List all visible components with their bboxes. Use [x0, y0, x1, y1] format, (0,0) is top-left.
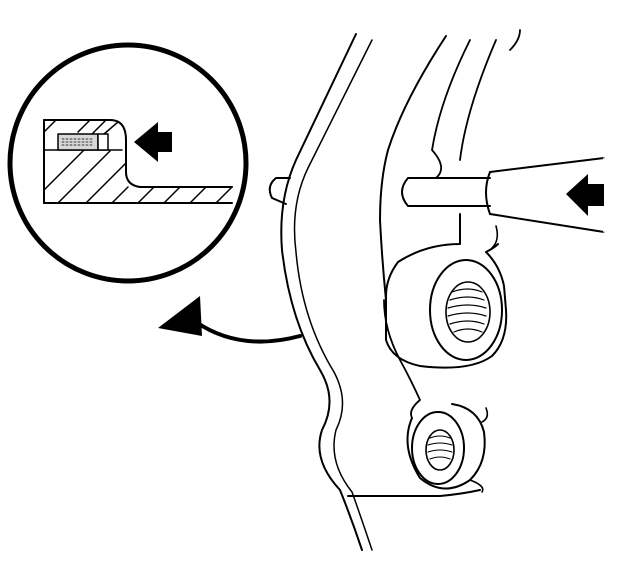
tool-handle: [489, 157, 605, 233]
housing-profile-top: [43, 119, 233, 188]
arrow-left-filled-icon: [134, 122, 172, 162]
seal-lip: [97, 133, 109, 151]
flange-notch: [481, 407, 489, 423]
rib-left: [379, 35, 447, 301]
section-hatching: [43, 119, 233, 204]
tool-handle-end: [485, 171, 491, 215]
tool-tip: [401, 177, 409, 207]
upper-boss-face: [429, 259, 503, 361]
bore-edge: [491, 225, 499, 249]
seal-dots: [61, 138, 95, 146]
curved-arrow-icon: [194, 320, 302, 344]
upper-thread-lines: [447, 288, 487, 333]
zoom-callout-arrow: [158, 296, 302, 344]
arrow-left-filled-icon: [566, 174, 604, 216]
flange-bottom: [347, 489, 481, 497]
curved-arrow-head: [158, 296, 202, 336]
tool-shaft: [407, 177, 491, 207]
housing-inner-edge: [293, 39, 373, 551]
rib-mid: [431, 39, 471, 179]
lower-thread-hole: [425, 429, 455, 471]
upper-boss: [385, 213, 508, 369]
upper-thread-hole: [445, 281, 491, 343]
lower-thread-lines: [427, 435, 453, 460]
lower-boss-face: [411, 411, 465, 485]
detail-magnifier: [7, 42, 249, 284]
rib-top: [509, 29, 521, 51]
housing-outer-edge: [280, 33, 363, 551]
lower-boss: [406, 403, 486, 490]
flange-lower-notch: [469, 479, 484, 493]
magnifier-circle: [7, 42, 249, 284]
rib-right: [459, 39, 497, 161]
locating-pin: [268, 177, 291, 205]
flange-edge: [383, 299, 421, 419]
housing-body: [268, 29, 605, 551]
